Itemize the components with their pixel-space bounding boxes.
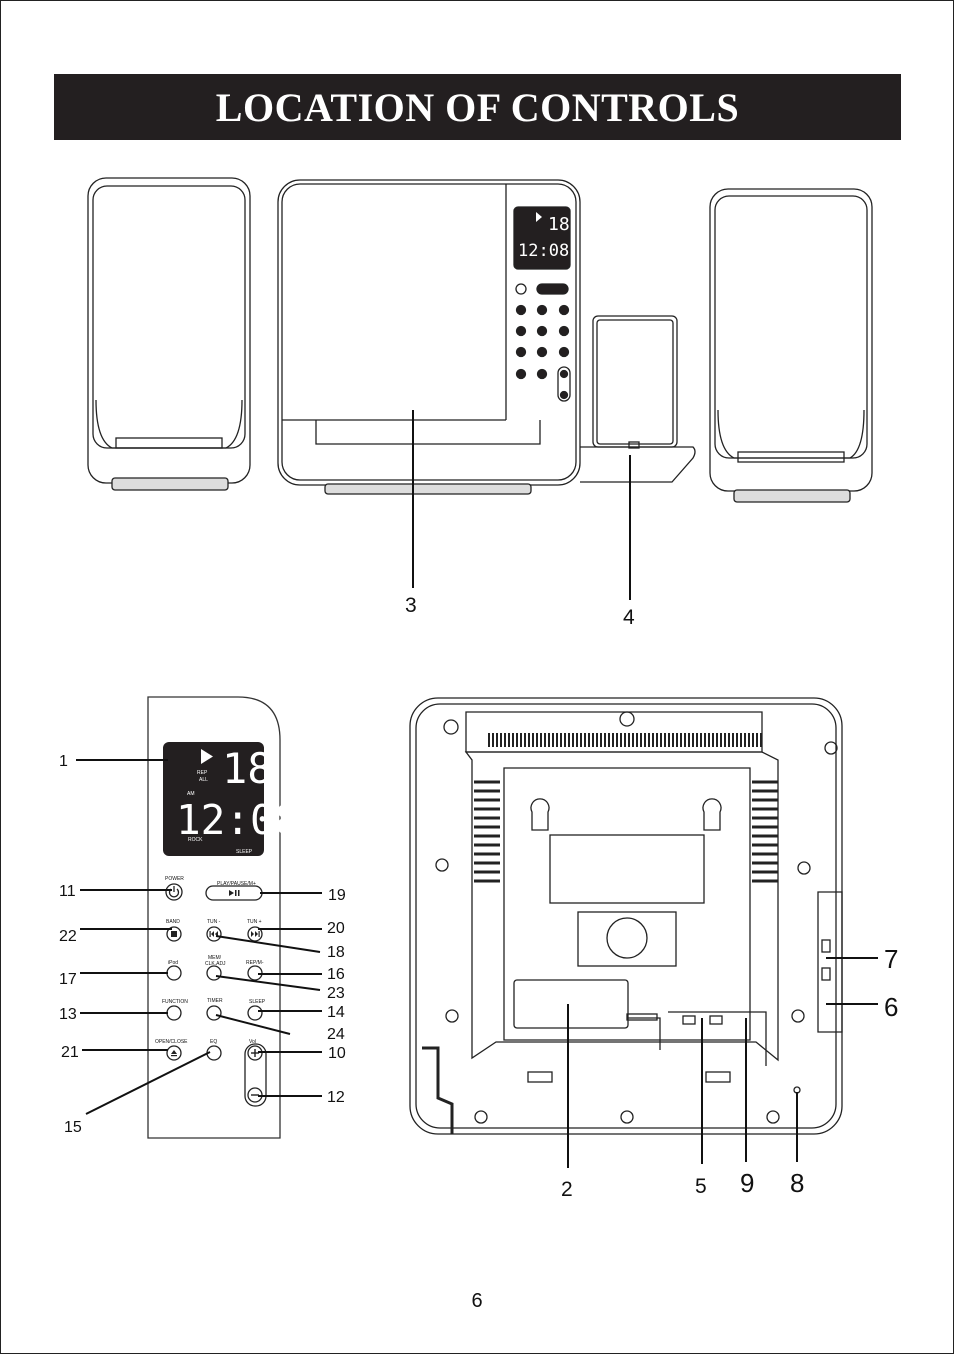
page-number: 6 [471,1290,483,1312]
front-lcd-track: 18 [548,214,570,235]
callout-2: 2 [561,1178,573,1201]
callout-19: 19 [328,887,346,904]
mem-clk-adj-button[interactable] [206,965,222,981]
label-clk-adj: CLK.ADJ [205,961,226,967]
callout-8: 8 [790,1168,804,1198]
callout-9: 9 [740,1168,754,1198]
callout-14: 14 [327,1004,345,1021]
label-band: BAND [166,919,180,925]
callout-1: 1 [59,753,68,770]
label-open-close: OPEN/CLOSE [155,1039,188,1045]
callout-12: 12 [327,1089,345,1106]
callout-22: 22 [59,928,77,945]
ipod-button[interactable] [166,965,182,981]
right-speaker [709,188,873,503]
callout-6: 6 [884,992,898,1022]
callout-17: 17 [59,971,77,988]
ipod-dock [580,315,696,483]
callout-21: 21 [61,1044,79,1061]
callout-23: 23 [327,985,345,1002]
label-play-pause: PLAY/PAUSE/M+ [217,881,256,887]
lcd-sleep: SLEEP [236,849,253,855]
callout-3: 3 [405,594,417,617]
callout-15: 15 [64,1119,82,1136]
front-leaders [412,410,631,600]
lcd-track: 18 [222,744,273,793]
label-tun-plus: TUN + [247,919,262,925]
power-icon [168,886,180,898]
timer-button[interactable] [206,1005,222,1021]
lcd-all: ALL [199,777,208,783]
left-speaker [87,177,251,491]
label-sleep: SLEEP [249,999,266,1005]
play-pause-icon [229,890,240,896]
next-icon [251,931,260,937]
label-function: FUNCTION [162,999,188,1005]
plus-icon [251,1049,259,1057]
callout-18: 18 [327,944,345,961]
callout-11: 11 [59,883,76,900]
label-power: POWER [165,876,184,882]
rear-view [409,697,843,1135]
lcd-rep: REP [197,770,208,776]
label-eq: EQ [210,1039,217,1045]
label-mem: MEM/ [208,955,222,961]
lcd-am: AM [187,791,195,797]
label-ipod: iPod [168,960,178,966]
volume-rocker [244,1043,267,1107]
lcd-time: 12:08 [176,796,299,844]
title-bar: LOCATION OF CONTROLS [54,74,901,140]
callout-7: 7 [884,944,898,974]
control-panel: REP ALL 18 AM 12:08 ROCK SLEEP POWER PLA… [147,696,299,1139]
play-indicator-icon [201,749,213,764]
label-timer: TIMER [207,998,223,1004]
lcd-display [163,742,264,856]
panel-leaders [76,759,322,1115]
sleep-button[interactable] [247,1005,263,1021]
function-button[interactable] [166,1005,182,1021]
label-tun-minus: TUN - [207,919,221,925]
callout-24: 24 [327,1026,345,1043]
main-unit: 18 12:08 [277,179,581,495]
callout-10: 10 [328,1045,346,1062]
lcd-rock: ROCK [188,837,203,843]
callout-20: 20 [327,920,345,937]
label-vol: Vol [249,1039,256,1045]
front-lcd-time: 12:08 [518,241,569,261]
callout-4: 4 [623,606,635,629]
callout-16: 16 [327,966,345,983]
rear-leaders [567,957,878,1168]
callout-5: 5 [695,1175,707,1198]
callout-13: 13 [59,1006,77,1023]
page-title: LOCATION OF CONTROLS [215,85,740,130]
eject-icon [171,1050,177,1057]
label-rep-m: REP/M- [246,960,264,966]
stop-icon [171,931,177,937]
